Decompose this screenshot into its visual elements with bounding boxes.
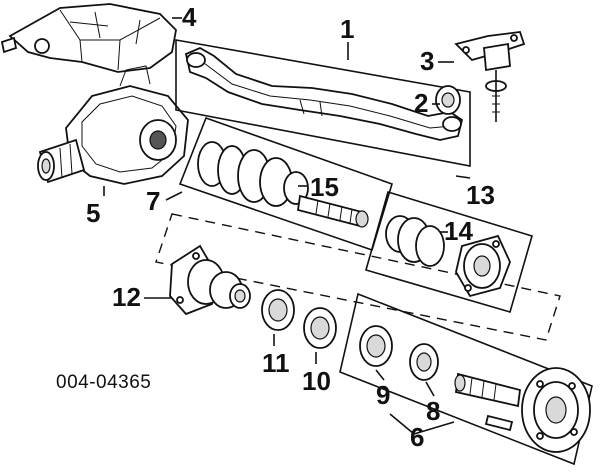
leader-lines (103, 17, 471, 435)
callout-6: 6 (410, 422, 424, 452)
callout-3: 3 (420, 46, 434, 76)
callout-12: 12 (112, 282, 141, 312)
callout-7: 7 (146, 186, 160, 216)
callout-2: 2 (414, 88, 428, 118)
callout-4: 4 (182, 2, 197, 32)
callout-14: 14 (444, 216, 473, 246)
callout-1: 1 (340, 14, 354, 44)
callout-8: 8 (426, 396, 440, 426)
callout-10: 10 (302, 366, 331, 396)
part-heat-shield (0, 3, 177, 73)
part-mount-bracket (454, 31, 526, 122)
part-seal-11 (261, 289, 295, 331)
part-seal-10 (303, 307, 337, 349)
part-bushing (435, 85, 461, 115)
part-stub-axle-box (339, 292, 593, 466)
callout-11: 11 (262, 348, 290, 378)
callout-5: 5 (86, 198, 100, 228)
part-inner-cv-joint (169, 244, 251, 316)
catalog-code: 004-04365 (56, 372, 151, 393)
dashed-assembly-boundary (155, 213, 561, 341)
part-axle-shaft (178, 116, 393, 252)
callout-9: 9 (376, 380, 390, 410)
part-crossmember (175, 39, 471, 167)
part-differential (37, 65, 189, 185)
callout-13: 13 (466, 180, 495, 210)
part-hub-assembly (365, 190, 533, 313)
callout-15: 15 (310, 172, 339, 202)
